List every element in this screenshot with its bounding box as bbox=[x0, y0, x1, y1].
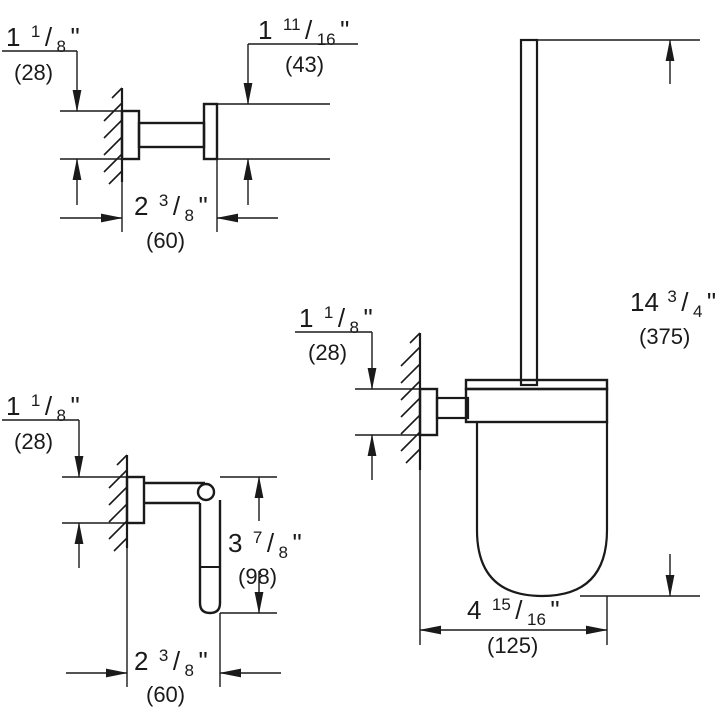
dim-hook-plate-whole: 2 bbox=[134, 191, 148, 221]
dim-hook-plate-slash: / bbox=[173, 191, 181, 221]
ring-descending-leg bbox=[198, 500, 222, 615]
dim-hook-plate-mm: (60) bbox=[146, 228, 185, 253]
dim-brush-depth-inch: " bbox=[363, 303, 372, 333]
ring-wall-plate bbox=[125, 475, 146, 525]
dim-brush-width-num: 15 bbox=[492, 595, 511, 614]
dim-text-brush-depth: 1 1 / 8 " (28) bbox=[299, 303, 373, 365]
dim-text-brush-height: 14 3 / 4 " (375) bbox=[630, 287, 716, 349]
dim-text-ring-plate: 2 3 / 8 " (60) bbox=[134, 646, 208, 707]
svg-text:3 7 / 8: 3 7 / 8 " bbox=[228, 528, 302, 562]
dim-ring-plate-den: 8 bbox=[185, 661, 194, 680]
dim-ring-plate-inch: " bbox=[198, 646, 207, 676]
brush-handle-rod bbox=[519, 38, 539, 387]
dim-ring-plate-num: 3 bbox=[159, 646, 168, 665]
dim-text-hook-plate: 2 3 / 8 " (60) bbox=[134, 191, 208, 253]
brush-holder-collar bbox=[464, 387, 609, 424]
view-robe-hook bbox=[2, 43, 358, 232]
brush-holder-cup bbox=[475, 422, 609, 598]
dim-ring-depth-den: 8 bbox=[57, 406, 66, 425]
dim-ring-depth-inch: " bbox=[70, 391, 79, 421]
ring-top-bar bbox=[144, 481, 205, 505]
wall-hatching-brush bbox=[400, 332, 421, 464]
svg-text:14 3 / 4: 14 3 / 4 " bbox=[630, 287, 716, 321]
dim-hook-plate-num: 3 bbox=[159, 191, 168, 210]
dim-hook-plate-den: 8 bbox=[185, 206, 194, 225]
dim-text-ring-drop: 3 7 / 8 " (98) bbox=[228, 528, 302, 589]
dim-brush-width-inch: " bbox=[550, 595, 559, 625]
dim-ring-drop-whole: 3 bbox=[228, 528, 242, 558]
dim-text-hook-depth: 1 1 / 8 " (28) bbox=[6, 22, 80, 85]
dim-text-ring-depth: 1 1 / 8 " (28) bbox=[6, 391, 80, 454]
svg-text:1 11 / 16: 1 11 / 16 " bbox=[258, 15, 349, 49]
wall-hatching-hook bbox=[103, 87, 123, 185]
dim-brush-width-den: 16 bbox=[527, 610, 546, 629]
dim-brush-height-den: 4 bbox=[693, 302, 702, 321]
dim-ring-plate-whole: 2 bbox=[134, 646, 148, 676]
hook-arm bbox=[137, 121, 206, 149]
dim-ring-drop-slash: / bbox=[267, 528, 275, 558]
dim-brush-width-slash: / bbox=[515, 595, 523, 625]
dim-brush-height-whole: 14 bbox=[630, 287, 659, 317]
dim-hook-proj-mm: (43) bbox=[285, 52, 324, 77]
dim-ring-drop-mm: (98) bbox=[238, 564, 277, 589]
svg-text:1 1 / 8: 1 1 / 8 " bbox=[299, 303, 373, 337]
view-toilet-brush bbox=[295, 38, 700, 645]
dim-brush-width-mm: (125) bbox=[487, 633, 538, 658]
dim-brush-height-num: 3 bbox=[667, 287, 676, 306]
dim-brush-depth-den: 8 bbox=[350, 318, 359, 337]
hook-wall-plate bbox=[120, 109, 141, 161]
view-towel-ring bbox=[2, 419, 281, 687]
wall-hatching-ring bbox=[108, 454, 128, 552]
dim-hook-depth-den: 8 bbox=[57, 37, 66, 56]
dim-hook-proj-slash: / bbox=[305, 15, 313, 45]
dim-brush-height-slash: / bbox=[681, 287, 689, 317]
dim-hook-depth-whole: 1 bbox=[6, 22, 20, 52]
svg-text:4 15 / 16: 4 15 / 16 " bbox=[467, 595, 560, 629]
svg-text:1 1 / 8: 1 1 / 8 " bbox=[6, 22, 80, 56]
dim-brush-depth-slash: / bbox=[338, 303, 346, 333]
dim-hook-proj-den: 16 bbox=[317, 30, 336, 49]
dim-text-brush-width: 4 15 / 16 " (125) bbox=[467, 595, 560, 658]
svg-text:2 3 / 8: 2 3 / 8 " bbox=[134, 191, 208, 225]
dim-hook-depth-mm: (28) bbox=[14, 60, 53, 85]
dim-hook-depth-slash: / bbox=[45, 22, 53, 52]
dim-hook-proj-whole: 1 bbox=[258, 15, 272, 45]
dim-ring-drop-inch: " bbox=[292, 528, 301, 558]
svg-text:1 1 / 8: 1 1 / 8 " bbox=[6, 391, 80, 425]
dim-brush-depth-mm: (28) bbox=[308, 340, 347, 365]
dim-ring-depth-slash: / bbox=[45, 391, 53, 421]
brush-wall-plate bbox=[418, 387, 439, 437]
dim-ring-drop-den: 8 bbox=[279, 543, 288, 562]
dim-text-hook-proj: 1 11 / 16 " (43) bbox=[258, 15, 349, 77]
dim-ring-depth-whole: 1 bbox=[6, 391, 20, 421]
dim-brush-width-whole: 4 bbox=[467, 595, 481, 625]
svg-text:2 3 / 8: 2 3 / 8 " bbox=[134, 646, 208, 680]
dim-brush-height-inch: " bbox=[707, 287, 716, 317]
dim-ring-plate-slash: / bbox=[173, 646, 181, 676]
dim-ring-depth-mm: (28) bbox=[14, 429, 53, 454]
ring-pivot-knuckle bbox=[196, 482, 216, 502]
dim-hook-proj-num: 11 bbox=[283, 15, 301, 34]
dim-ring-depth-num: 1 bbox=[31, 391, 40, 410]
dim-hook-plate-inch: " bbox=[198, 191, 207, 221]
dim-ring-drop-num: 7 bbox=[253, 528, 262, 547]
brush-connector-stem bbox=[435, 396, 470, 420]
dim-ring-plate-mm: (60) bbox=[146, 682, 185, 707]
dim-brush-height-mm: (375) bbox=[639, 324, 690, 349]
dim-hook-depth-num: 1 bbox=[31, 22, 40, 41]
hook-upright bbox=[202, 102, 219, 161]
dim-brush-depth-whole: 1 bbox=[299, 303, 313, 333]
dim-hook-proj-inch: " bbox=[340, 15, 349, 45]
dim-hook-depth-inch: " bbox=[70, 22, 79, 52]
dim-brush-depth-num: 1 bbox=[324, 303, 333, 322]
